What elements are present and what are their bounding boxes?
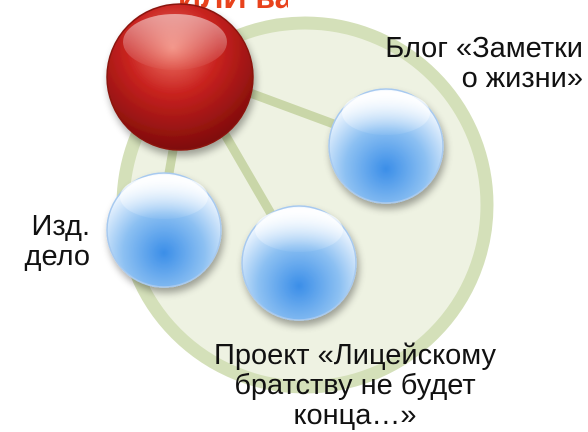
node-project-label: Проект «Лицейскому братству не будет кон… (165, 340, 545, 430)
node-izd-label-line: дело (24, 240, 90, 272)
node-izd-label: Изд. дело (8, 211, 90, 271)
node-project-label-line: конца…» (293, 399, 417, 431)
node-project[interactable] (241, 205, 357, 321)
node-blog-label: Блог «Заметки о жизни» (333, 33, 583, 93)
node-blog-label-line: о жизни» (461, 62, 583, 94)
center-node[interactable] (106, 3, 254, 151)
node-project-label-line: Проект «Лицейскому (214, 339, 496, 371)
node-blog[interactable] (328, 88, 444, 204)
node-project-label-line: братству не будет (234, 369, 476, 401)
node-izd[interactable] (106, 172, 222, 288)
node-izd-label-line: Изд. (31, 210, 90, 242)
node-blog-label-line: Блог «Заметки (385, 32, 583, 64)
